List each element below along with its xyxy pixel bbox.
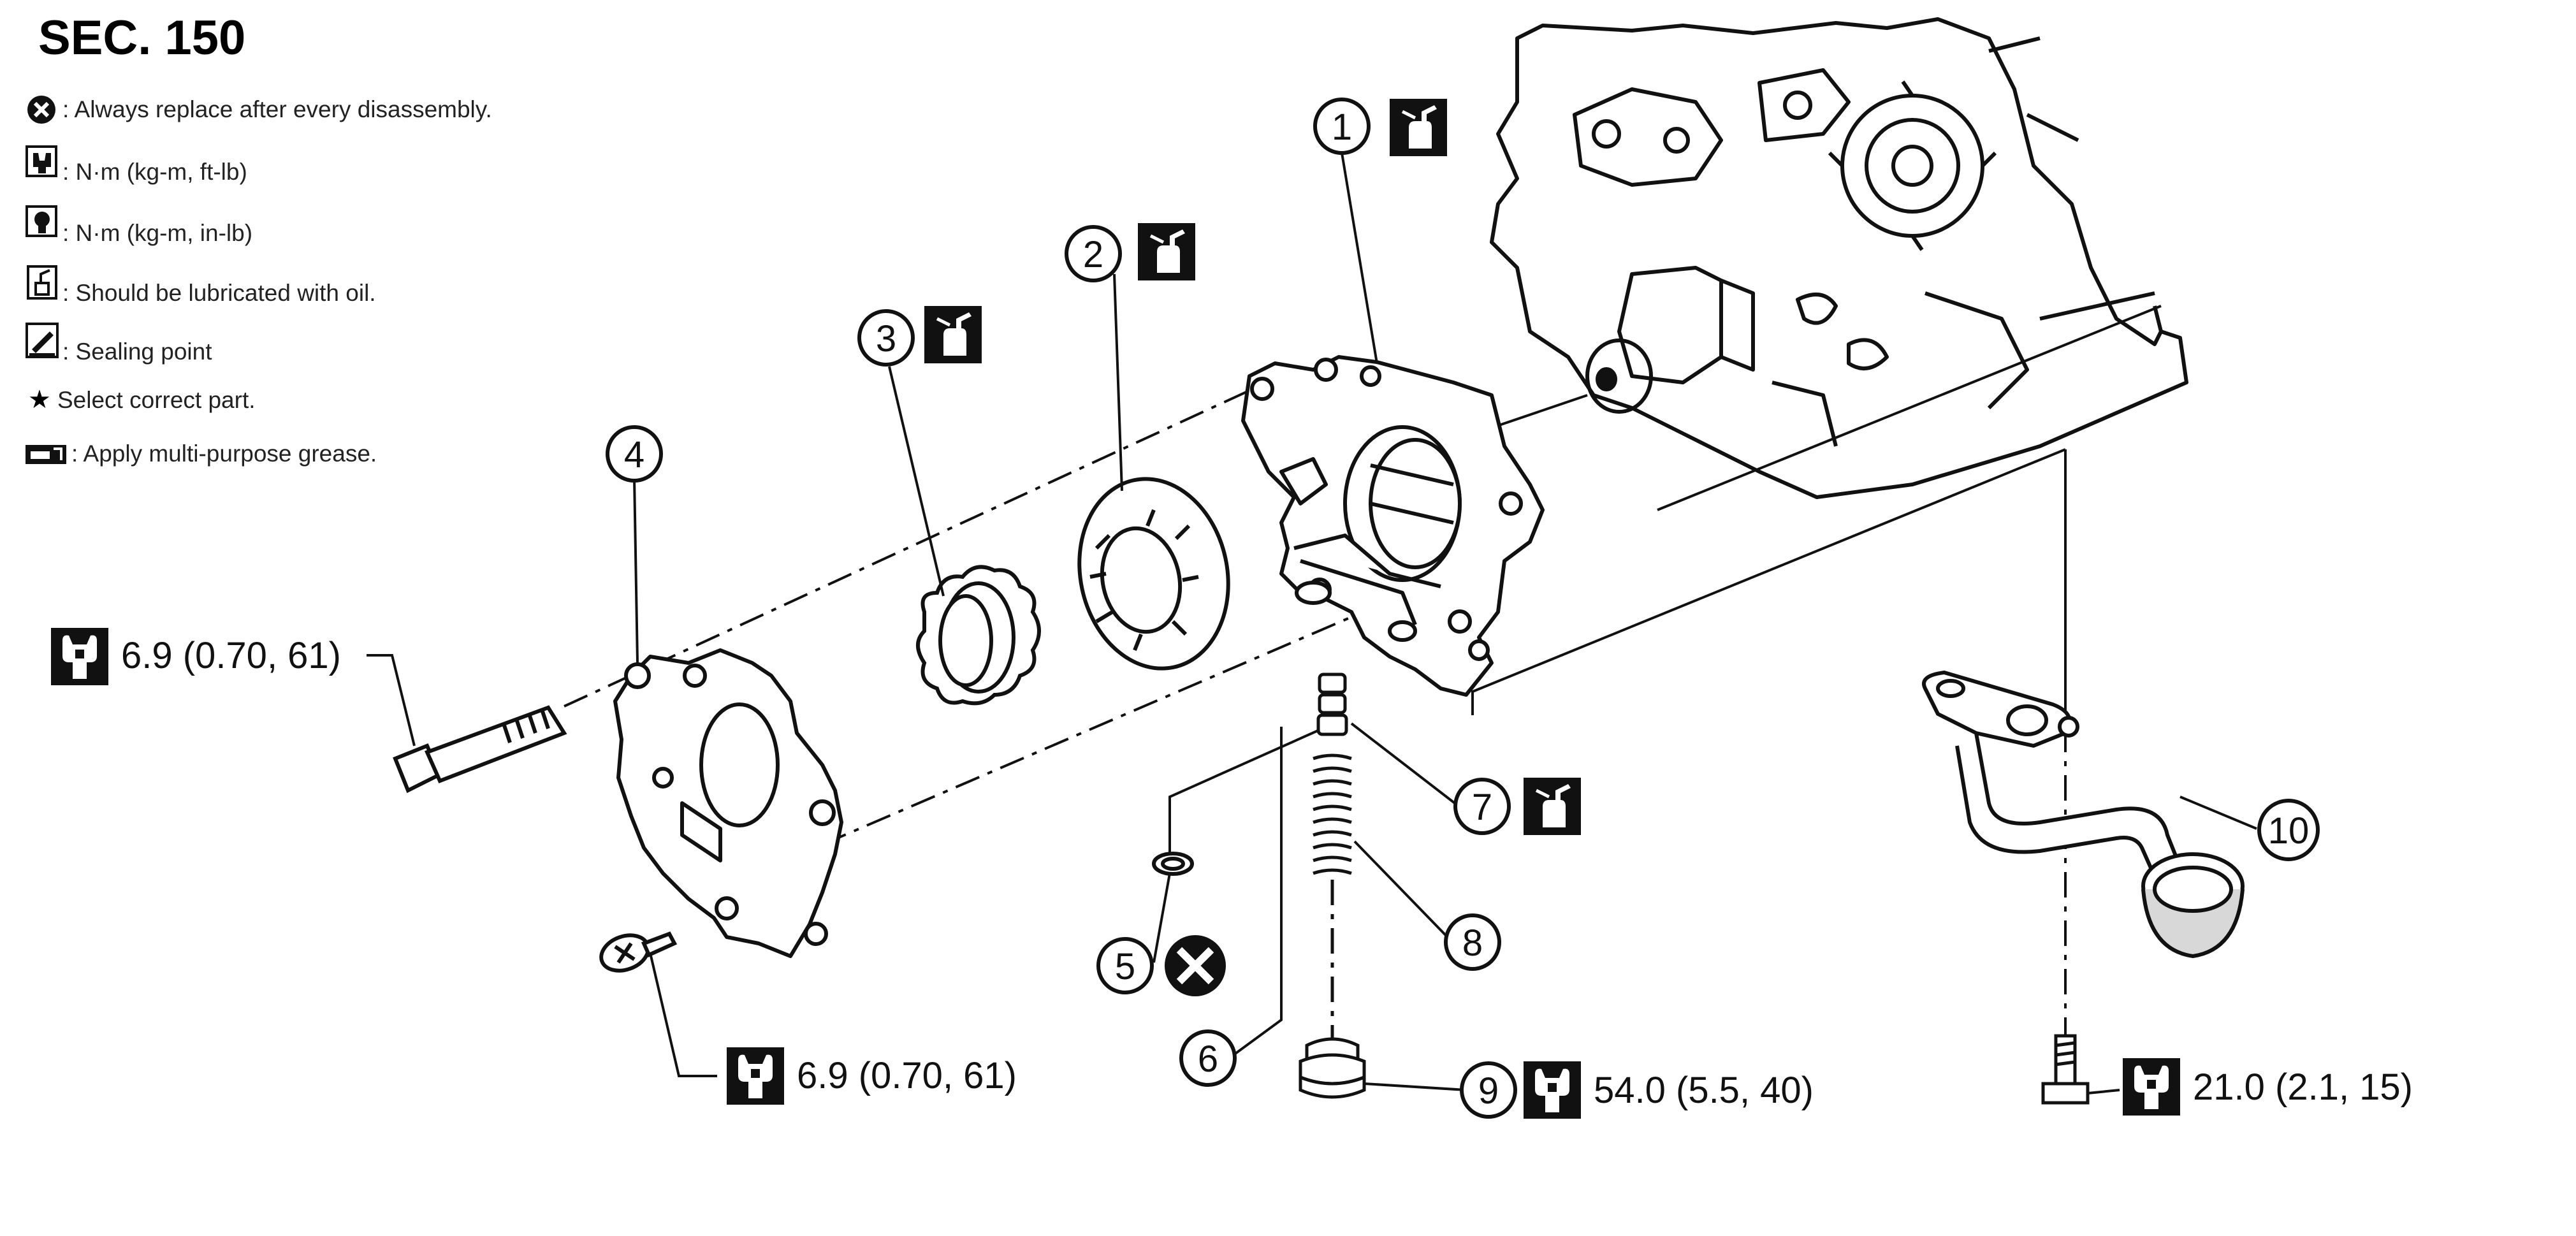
o-ring [1152, 852, 1194, 876]
oil-can-icon [924, 306, 982, 363]
cover-screw [599, 931, 678, 973]
legend-text-star: Select correct part. [57, 387, 256, 413]
engine-block [1490, 17, 2188, 499]
callout-9: 9 [1460, 1061, 1517, 1119]
svg-text:10: 10 [2268, 810, 2310, 852]
svg-text:1: 1 [1332, 106, 1352, 148]
torque-ftlb-icon [25, 145, 57, 177]
callout-1: 1 [1313, 98, 1371, 155]
callout-10: 10 [2257, 799, 2320, 861]
strainer-bolt [2041, 1034, 2090, 1105]
svg-text:4: 4 [624, 434, 644, 476]
torque-screw: 6.9 (0.70, 61) [797, 1055, 1017, 1096]
callouts: 1 2 3 4 5 6 7 [606, 98, 2320, 1119]
svg-text:8: 8 [1462, 922, 1483, 964]
legend-text-ftlb: : N·m (kg-m, ft-lb) [62, 159, 247, 185]
torque-specs: 6.9 (0.70, 61) 6.9 (0.70, 61) 54.0 (5.5,… [51, 628, 2413, 1119]
torque-inlb-icon [25, 205, 57, 237]
torque-strainer: 21.0 (2.1, 15) [2193, 1066, 2413, 1108]
torque-icon [51, 628, 108, 685]
sealing-icon [25, 323, 59, 358]
svg-text:9: 9 [1478, 1070, 1499, 1112]
legend: : Always replace after every disassembly… [25, 96, 492, 467]
callout-8: 8 [1444, 913, 1501, 971]
star-icon: ★ [28, 386, 51, 414]
legend-text-sealing: : Sealing point [62, 338, 212, 365]
legend-text-replace: : Always replace after every disassembly… [62, 96, 492, 122]
replace-icon [1165, 935, 1226, 996]
oil-can-icon [1138, 223, 1195, 280]
svg-text:3: 3 [876, 318, 896, 360]
callout-leaders [367, 152, 2257, 1094]
relief-valve-assembly [1299, 673, 1366, 1099]
callout-2: 2 [1065, 225, 1122, 282]
torque-icon [727, 1047, 784, 1105]
callout-6: 6 [1179, 1029, 1237, 1087]
callout-4: 4 [606, 425, 663, 483]
callout-5: 5 [1096, 937, 1154, 994]
torque-icon [1524, 1061, 1581, 1119]
callout-3: 3 [857, 309, 915, 367]
torque-plug: 54.0 (5.5, 40) [1594, 1070, 1814, 1111]
replace-icon [27, 96, 55, 124]
oil-can-icon [27, 265, 57, 300]
legend-text-grease: : Apply multi-purpose grease. [71, 440, 377, 467]
oil-strainer [1922, 671, 2245, 958]
section-title: SEC. 150 [38, 11, 245, 65]
pump-cover [613, 648, 843, 958]
grease-icon [25, 445, 66, 464]
oil-can-icon [1524, 778, 1581, 835]
legend-text-oil: : Should be lubricated with oil. [62, 280, 376, 306]
callout-7: 7 [1453, 778, 1511, 835]
inner-rotor [916, 565, 1041, 706]
svg-text:6: 6 [1198, 1038, 1218, 1080]
pump-body [1241, 355, 1545, 697]
oil-can-icon [1390, 99, 1447, 156]
legend-text-inlb: : N·m (kg-m, in-lb) [62, 220, 252, 246]
torque-icon [2123, 1058, 2180, 1116]
svg-text:5: 5 [1115, 946, 1135, 987]
torque-bolt: 6.9 (0.70, 61) [121, 635, 341, 676]
svg-text:7: 7 [1472, 787, 1492, 828]
cover-bolt [393, 705, 567, 794]
svg-text:2: 2 [1083, 234, 1103, 275]
outer-rotor [1077, 477, 1230, 671]
